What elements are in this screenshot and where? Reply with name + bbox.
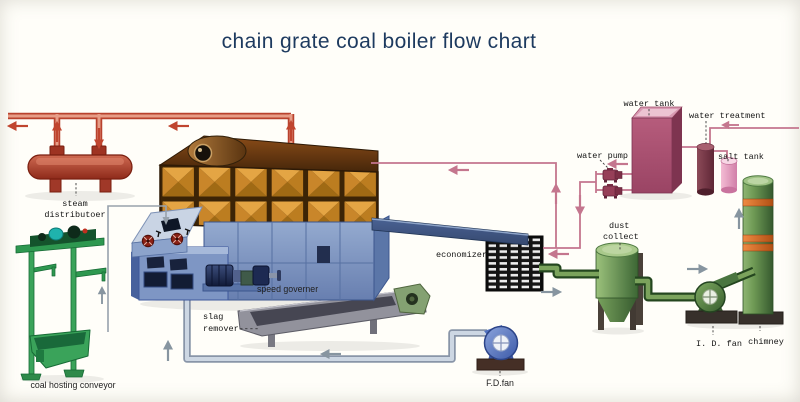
water-pump-unit [602, 184, 623, 199]
feedwater-arrow-left [547, 248, 571, 260]
fd-fan-label: F.D.fan [486, 378, 514, 388]
salt-tank [720, 157, 738, 194]
id-fan [685, 272, 739, 324]
chimney-label: chimney [748, 337, 784, 347]
water-pump-label: water pump [577, 151, 628, 161]
water-treatment-unit [696, 143, 715, 196]
dust-collector-label: collect [603, 232, 639, 242]
id-fan-label: I. D. fan [696, 339, 742, 349]
chimney-band [742, 198, 774, 207]
dust-collector [595, 242, 643, 330]
flue-arrow-right [539, 286, 563, 298]
water-pumps [602, 168, 623, 199]
page-title: chain grate coal boiler flow chart [221, 30, 537, 53]
speed-governor-label: speed governer [257, 284, 318, 294]
speed-governor [202, 264, 281, 292]
slag-remover-label: remover---- [203, 324, 259, 334]
coal-flow-arrow-down [162, 217, 170, 225]
chimney-band [742, 234, 774, 243]
air-arrow-up [162, 339, 174, 363]
flue-arrow-up [733, 207, 745, 231]
hopper-valve-wheel [141, 234, 155, 248]
water-tank-label: water tank [623, 99, 674, 109]
dust-collector-label: dust [609, 221, 629, 231]
label-leaders [75, 109, 761, 376]
feedwater-arrow-left [606, 158, 630, 170]
fd-fan [476, 325, 525, 371]
feedwater-arrow-down [574, 193, 586, 217]
steam-arrow-left [6, 120, 30, 132]
chimney-band [742, 243, 774, 252]
coal-hoisting-conveyor [15, 225, 107, 381]
economizer [485, 235, 544, 292]
hopper-valve-wheel [170, 232, 184, 246]
salt-tank-label: salt tank [718, 152, 764, 162]
chimney [738, 175, 784, 325]
slag-remover [237, 283, 431, 347]
conveyor-pulley [38, 233, 46, 241]
coal-feed-line [107, 205, 170, 332]
flue-duct [371, 217, 529, 246]
steam-distributor [27, 154, 133, 193]
conveyor-pulley [67, 225, 81, 239]
steam-distributor-label: steam [62, 199, 88, 209]
flue-arrow-right [685, 263, 709, 275]
coal-conveyor-label: coal hosting conveyor [30, 380, 115, 390]
water-treatment-label: water treatment [689, 111, 766, 121]
economizer-label: economizer---- [436, 250, 507, 260]
labels: steam distributoer coal hosting conveyor… [30, 99, 783, 390]
fd-air-duct [183, 293, 487, 363]
feedwater-arrow-left [447, 164, 471, 176]
steam-distributor-label: distributoer [44, 210, 105, 220]
conveyor-roller [48, 227, 64, 241]
water-tank [631, 106, 683, 194]
feedwater-arrow-up [550, 182, 562, 206]
coal-arrow-up [97, 286, 107, 305]
slag-remover-label: slag [203, 312, 223, 322]
water-pump-unit [602, 168, 623, 183]
pipe-flange [49, 145, 65, 156]
steam-arrow-left [167, 120, 191, 132]
